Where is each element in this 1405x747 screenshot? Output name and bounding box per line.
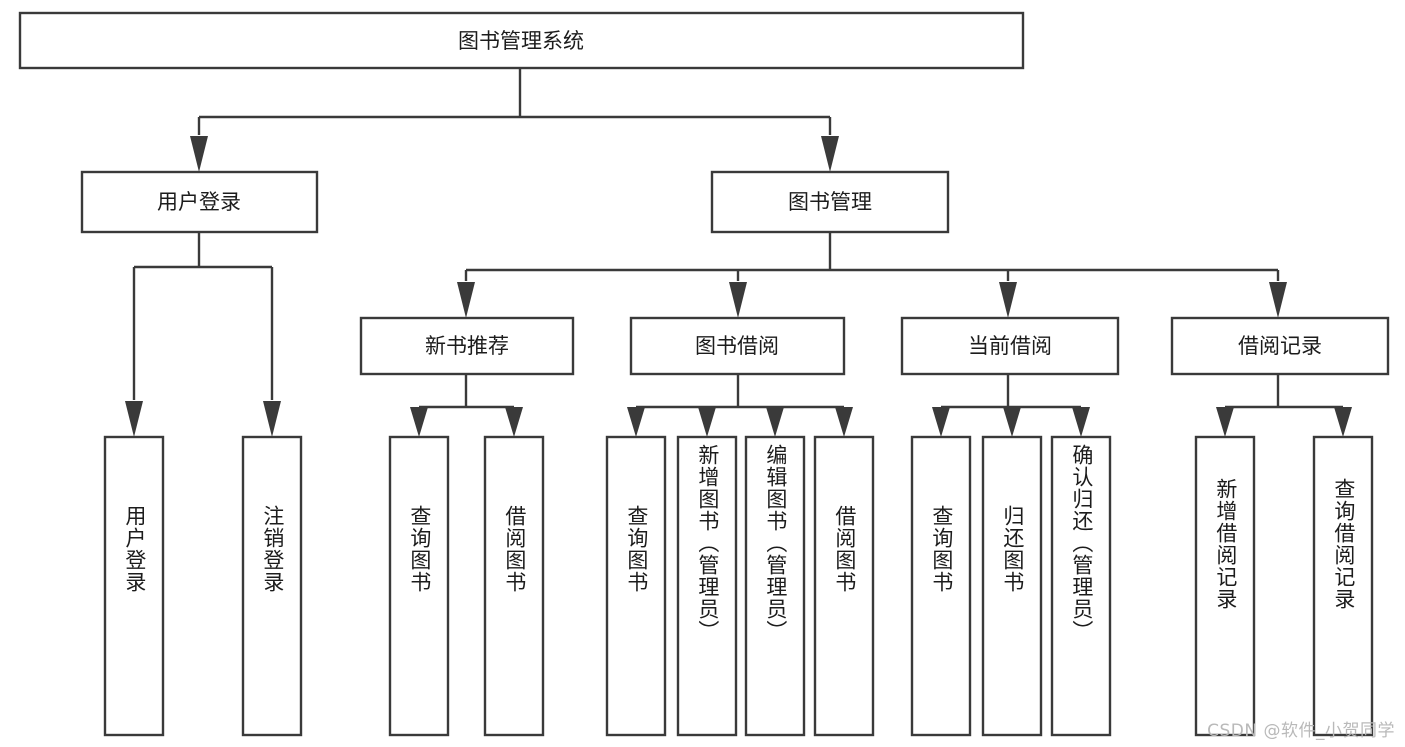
leaf-box[interactable] <box>241 435 303 737</box>
connector-userlogin-to-leaves <box>125 232 281 437</box>
arrow-head-icon <box>263 401 281 437</box>
connector-root-to-level2 <box>190 68 839 172</box>
arrow-head-icon <box>999 282 1017 318</box>
arrow-head-icon <box>1072 407 1090 437</box>
connector-borrow-to-leaves <box>627 374 853 437</box>
leaf-boxes-user-login <box>103 435 303 737</box>
arrow-head-icon <box>932 407 950 437</box>
node-new-book-recommend[interactable]: 新书推荐 <box>359 316 575 376</box>
leaf-box[interactable] <box>744 435 806 737</box>
arrow-head-icon <box>627 407 645 437</box>
leaf-box[interactable] <box>910 435 972 737</box>
node-borrow-record-label: 借阅记录 <box>1238 334 1322 358</box>
arrow-head-icon <box>729 282 747 318</box>
leaf-box[interactable] <box>1312 435 1374 737</box>
leaf-box[interactable] <box>981 435 1043 737</box>
node-user-login-label: 用户登录 <box>157 190 241 214</box>
node-root-system[interactable]: 图书管理系统 <box>18 11 1025 70</box>
leaf-box[interactable] <box>388 435 450 737</box>
leaf-boxes-new-book-recommend <box>388 435 545 737</box>
arrow-head-icon <box>1269 282 1287 318</box>
arrow-head-icon <box>1003 407 1021 437</box>
arrow-head-icon <box>125 401 143 437</box>
csdn-watermark: CSDN @软件_小贺同学 <box>1207 721 1395 741</box>
node-book-management-label: 图书管理 <box>788 190 872 214</box>
leaf-box[interactable] <box>813 435 875 737</box>
node-root-label: 图书管理系统 <box>458 29 584 53</box>
node-book-borrow[interactable]: 图书借阅 <box>629 316 846 376</box>
leaf-boxes-borrow-record <box>1194 435 1374 737</box>
arrow-head-icon <box>410 407 428 437</box>
connector-bookmgmt-to-level3 <box>457 232 1287 318</box>
arrow-head-icon <box>457 282 475 318</box>
arrow-head-icon <box>1216 407 1234 437</box>
node-current-borrow-label: 当前借阅 <box>968 334 1052 358</box>
leaf-box[interactable] <box>103 435 165 737</box>
leaf-box[interactable] <box>483 435 545 737</box>
connector-newbook-to-leaves <box>410 374 523 437</box>
arrow-head-icon <box>698 407 716 437</box>
arrow-head-icon <box>1334 407 1352 437</box>
arrow-head-icon <box>766 407 784 437</box>
arrow-head-icon <box>835 407 853 437</box>
arrow-head-icon <box>505 407 523 437</box>
connector-current-to-leaves <box>932 374 1090 437</box>
arrow-head-icon <box>821 136 839 172</box>
leaf-boxes-book-borrow <box>605 435 875 737</box>
node-new-book-recommend-label: 新书推荐 <box>425 334 509 358</box>
leaf-box[interactable] <box>1194 435 1256 737</box>
node-user-login[interactable]: 用户登录 <box>80 170 319 234</box>
arrow-head-icon <box>190 136 208 172</box>
node-book-management[interactable]: 图书管理 <box>710 170 950 234</box>
leaf-box[interactable] <box>1050 435 1112 737</box>
node-book-borrow-label: 图书借阅 <box>695 334 779 358</box>
leaf-boxes-current-borrow <box>910 435 1112 737</box>
leaf-box[interactable] <box>605 435 667 737</box>
leaf-box[interactable] <box>676 435 738 737</box>
node-borrow-record[interactable]: 借阅记录 <box>1170 316 1390 376</box>
node-current-borrow[interactable]: 当前借阅 <box>900 316 1120 376</box>
connector-record-to-leaves <box>1216 374 1352 437</box>
